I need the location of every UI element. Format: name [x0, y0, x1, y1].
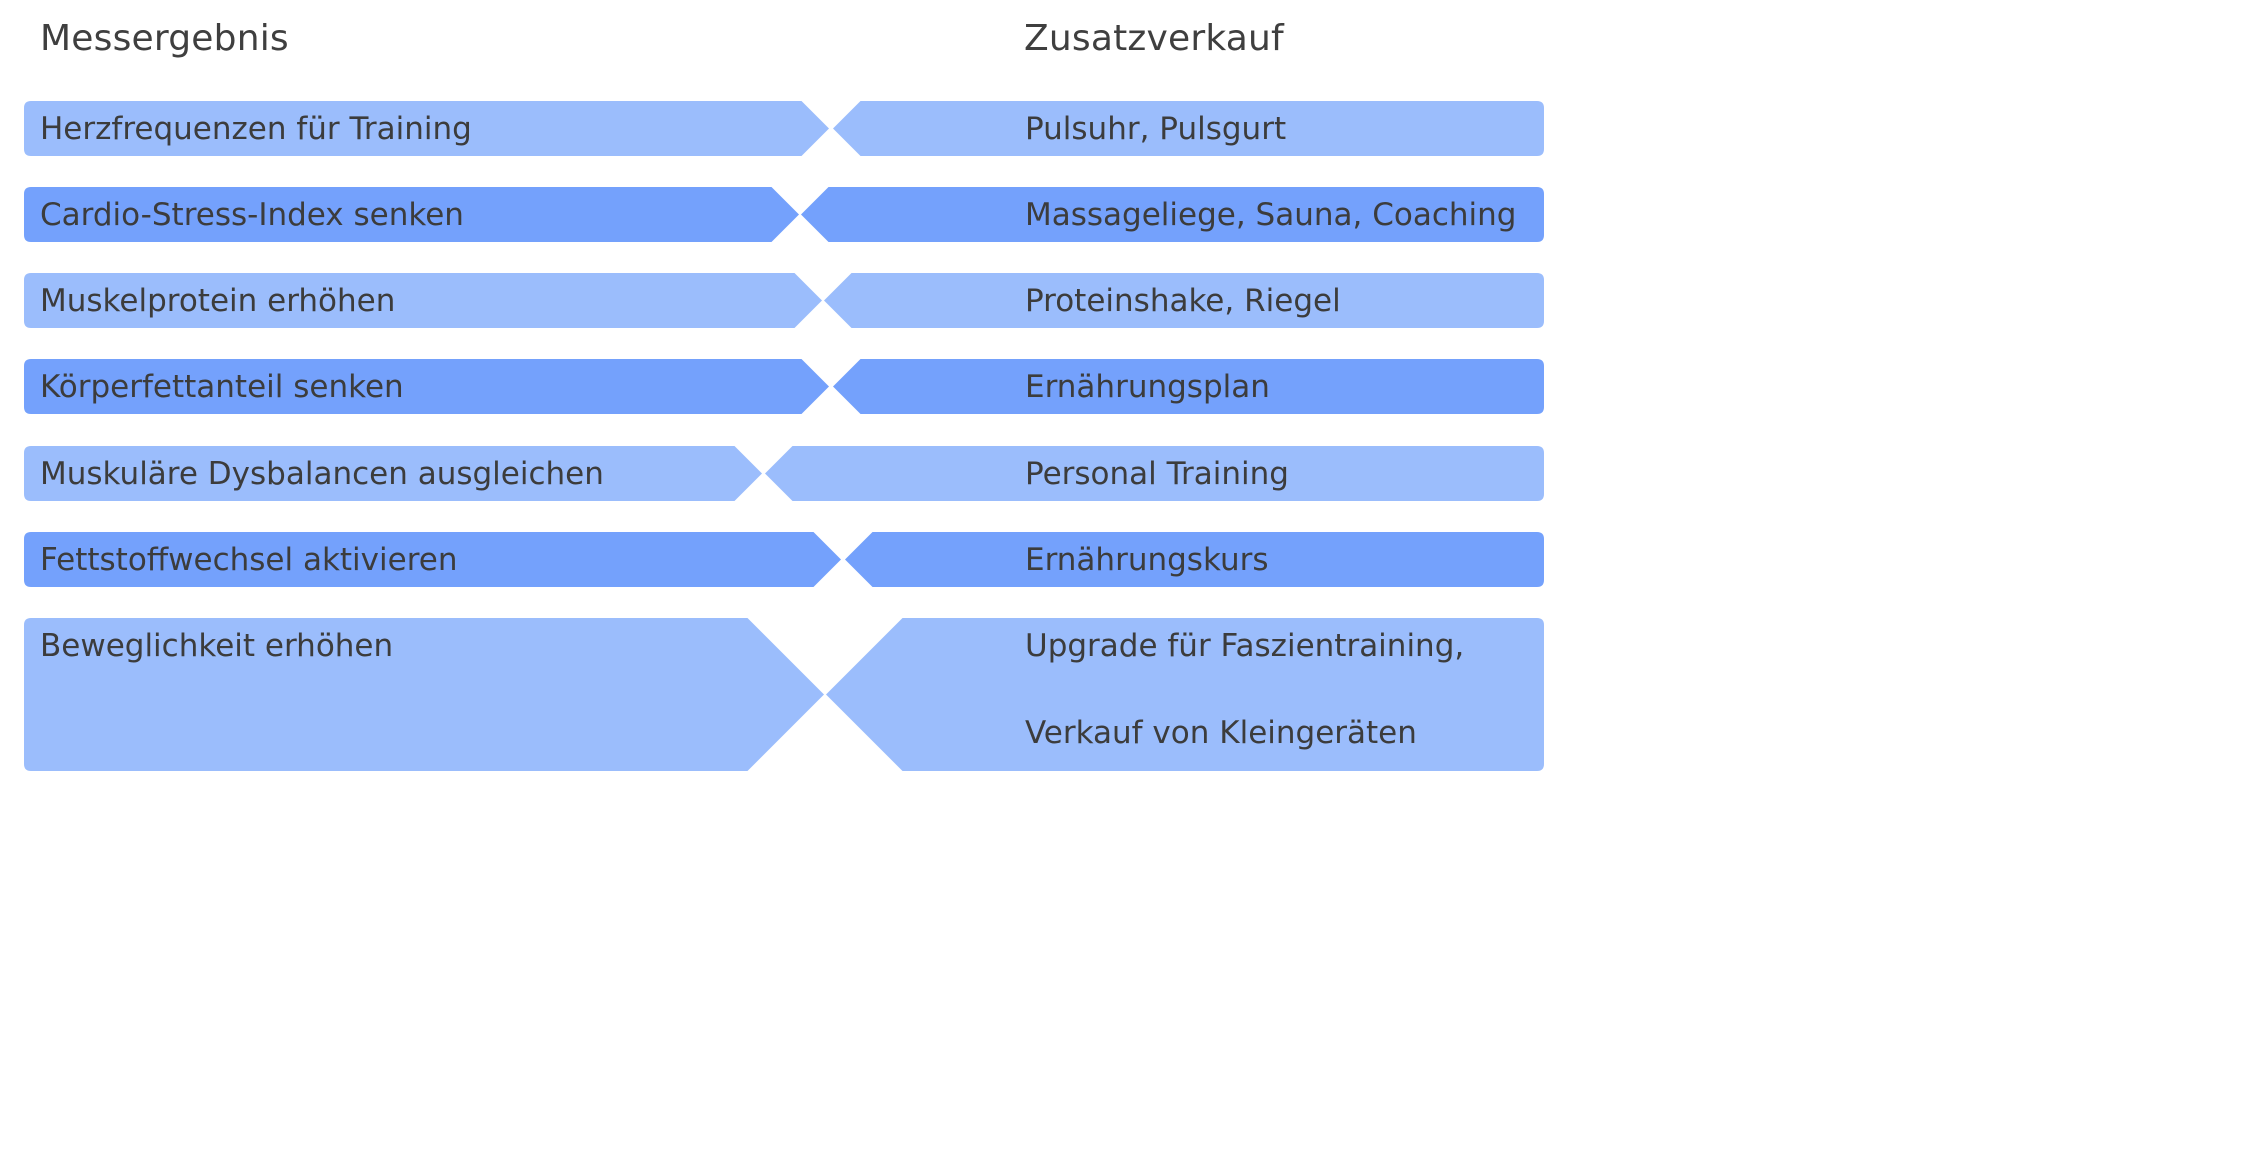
row-left-label: Cardio-Stress-Index senken	[40, 196, 464, 233]
row-left-label: Muskelprotein erhöhen	[40, 282, 396, 319]
row-left-label: Herzfrequenzen für Training	[40, 110, 472, 147]
row-left-label: Fettstoffwechsel aktivieren	[40, 541, 458, 578]
upsell-arrow-shape	[826, 618, 1544, 771]
upsell-arrow-shape	[833, 359, 1544, 414]
upsell-arrow-shape	[833, 101, 1544, 156]
header-zusatzverkauf: Zusatzverkauf	[1024, 18, 1284, 59]
result-arrow-shape	[24, 187, 799, 242]
result-arrow-shape	[24, 101, 829, 156]
upsell-arrow-shape	[801, 187, 1544, 242]
result-arrow-shape	[24, 618, 824, 771]
row-right-label: Ernährungsplan	[1025, 368, 1270, 405]
upsell-arrow-shape	[765, 446, 1544, 501]
row-right-label: Pulsuhr, Pulsgurt	[1025, 110, 1287, 147]
upsell-arrow-shape	[824, 273, 1544, 328]
result-arrow-shape	[24, 532, 841, 587]
row-left-label: Beweglichkeit erhöhen	[40, 627, 394, 664]
row-right-label: Proteinshake, Riegel	[1025, 282, 1341, 319]
row-left-label: Körperfettanteil senken	[40, 368, 404, 405]
result-arrow-shape	[24, 446, 762, 501]
result-arrow-shape	[24, 359, 829, 414]
row-right-label: Ernährungskurs	[1025, 541, 1269, 578]
row-right-label-second-line: Verkauf von Kleingeräten	[1025, 714, 1417, 751]
upsell-arrow-shape	[845, 532, 1544, 587]
row-right-label: Upgrade für Faszientraining,	[1025, 627, 1465, 664]
row-right-label: Massageliege, Sauna, Coaching	[1025, 196, 1517, 233]
arrow-shapes	[24, 101, 1544, 771]
header-messergebnis: Messergebnis	[40, 18, 289, 59]
row-left-label: Muskuläre Dysbalancen ausgleichen	[40, 455, 604, 492]
row-right-label: Personal Training	[1025, 455, 1289, 492]
result-arrow-shape	[24, 273, 822, 328]
